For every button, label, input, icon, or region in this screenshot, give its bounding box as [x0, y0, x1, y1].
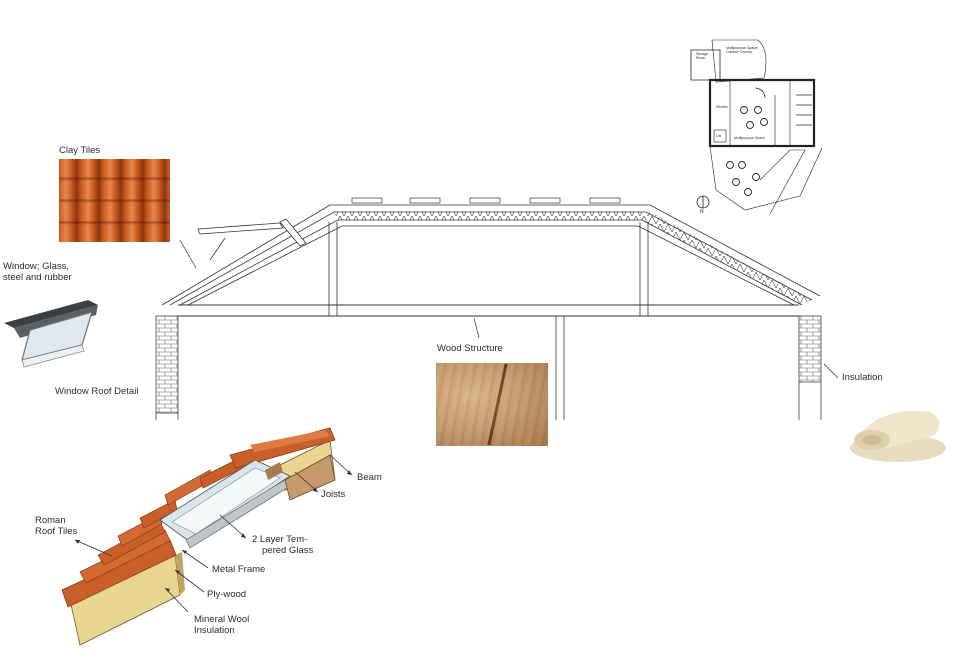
right-brick-wall: [798, 315, 822, 383]
plan-toilets: [796, 94, 812, 126]
label-glass-2: pered Glass: [262, 545, 314, 556]
ceiling-beam: [178, 304, 799, 317]
plan-north-label: N: [700, 209, 704, 215]
label-beam: Beam: [357, 472, 382, 483]
label-metal-frame: Metal Frame: [212, 564, 266, 575]
left-brick-wall: [155, 315, 179, 414]
label-wood-structure: Wood Structure: [437, 343, 503, 354]
window-product-image: [4, 300, 98, 368]
label-roman-1: Roman: [35, 515, 66, 526]
label-glass-1: 2 Layer Tem-: [252, 534, 308, 545]
insulation-image: [850, 410, 946, 462]
label-mineral-2: Insulation: [194, 625, 235, 636]
label-window-2: steel and rubber: [3, 272, 72, 283]
wood-structure-image: [436, 363, 548, 446]
plan-table-icons: [726, 106, 768, 196]
plan-lift-label: Lift: [716, 134, 721, 138]
label-clay-tiles: Clay Tiles: [59, 145, 101, 156]
label-plywood: Ply-wood: [207, 589, 247, 600]
clay-tiles-image: [59, 159, 170, 242]
floor-plan: [690, 39, 823, 215]
label-insulation: Insulation: [842, 372, 883, 383]
label-joists: Joists: [321, 489, 346, 500]
center-column: [555, 316, 565, 420]
plan-storage-label: Storage Room: [696, 52, 709, 60]
plan-multipurpose-outdoor-label: Multipurpose Space/ Outdoor Cinema: [726, 46, 758, 54]
label-window-roof-detail: Window Roof Detail: [55, 386, 139, 397]
roof-window-section: [197, 218, 307, 261]
plan-kitchen-label: Kitchen: [716, 105, 728, 109]
label-mineral-1: Mineral Wool: [194, 614, 250, 625]
plan-multipurpose-label: Multipurpose Space: [734, 136, 765, 140]
label-window-1: Window; Glass,: [3, 261, 69, 272]
label-roman-2: Roof Tiles: [35, 526, 78, 537]
